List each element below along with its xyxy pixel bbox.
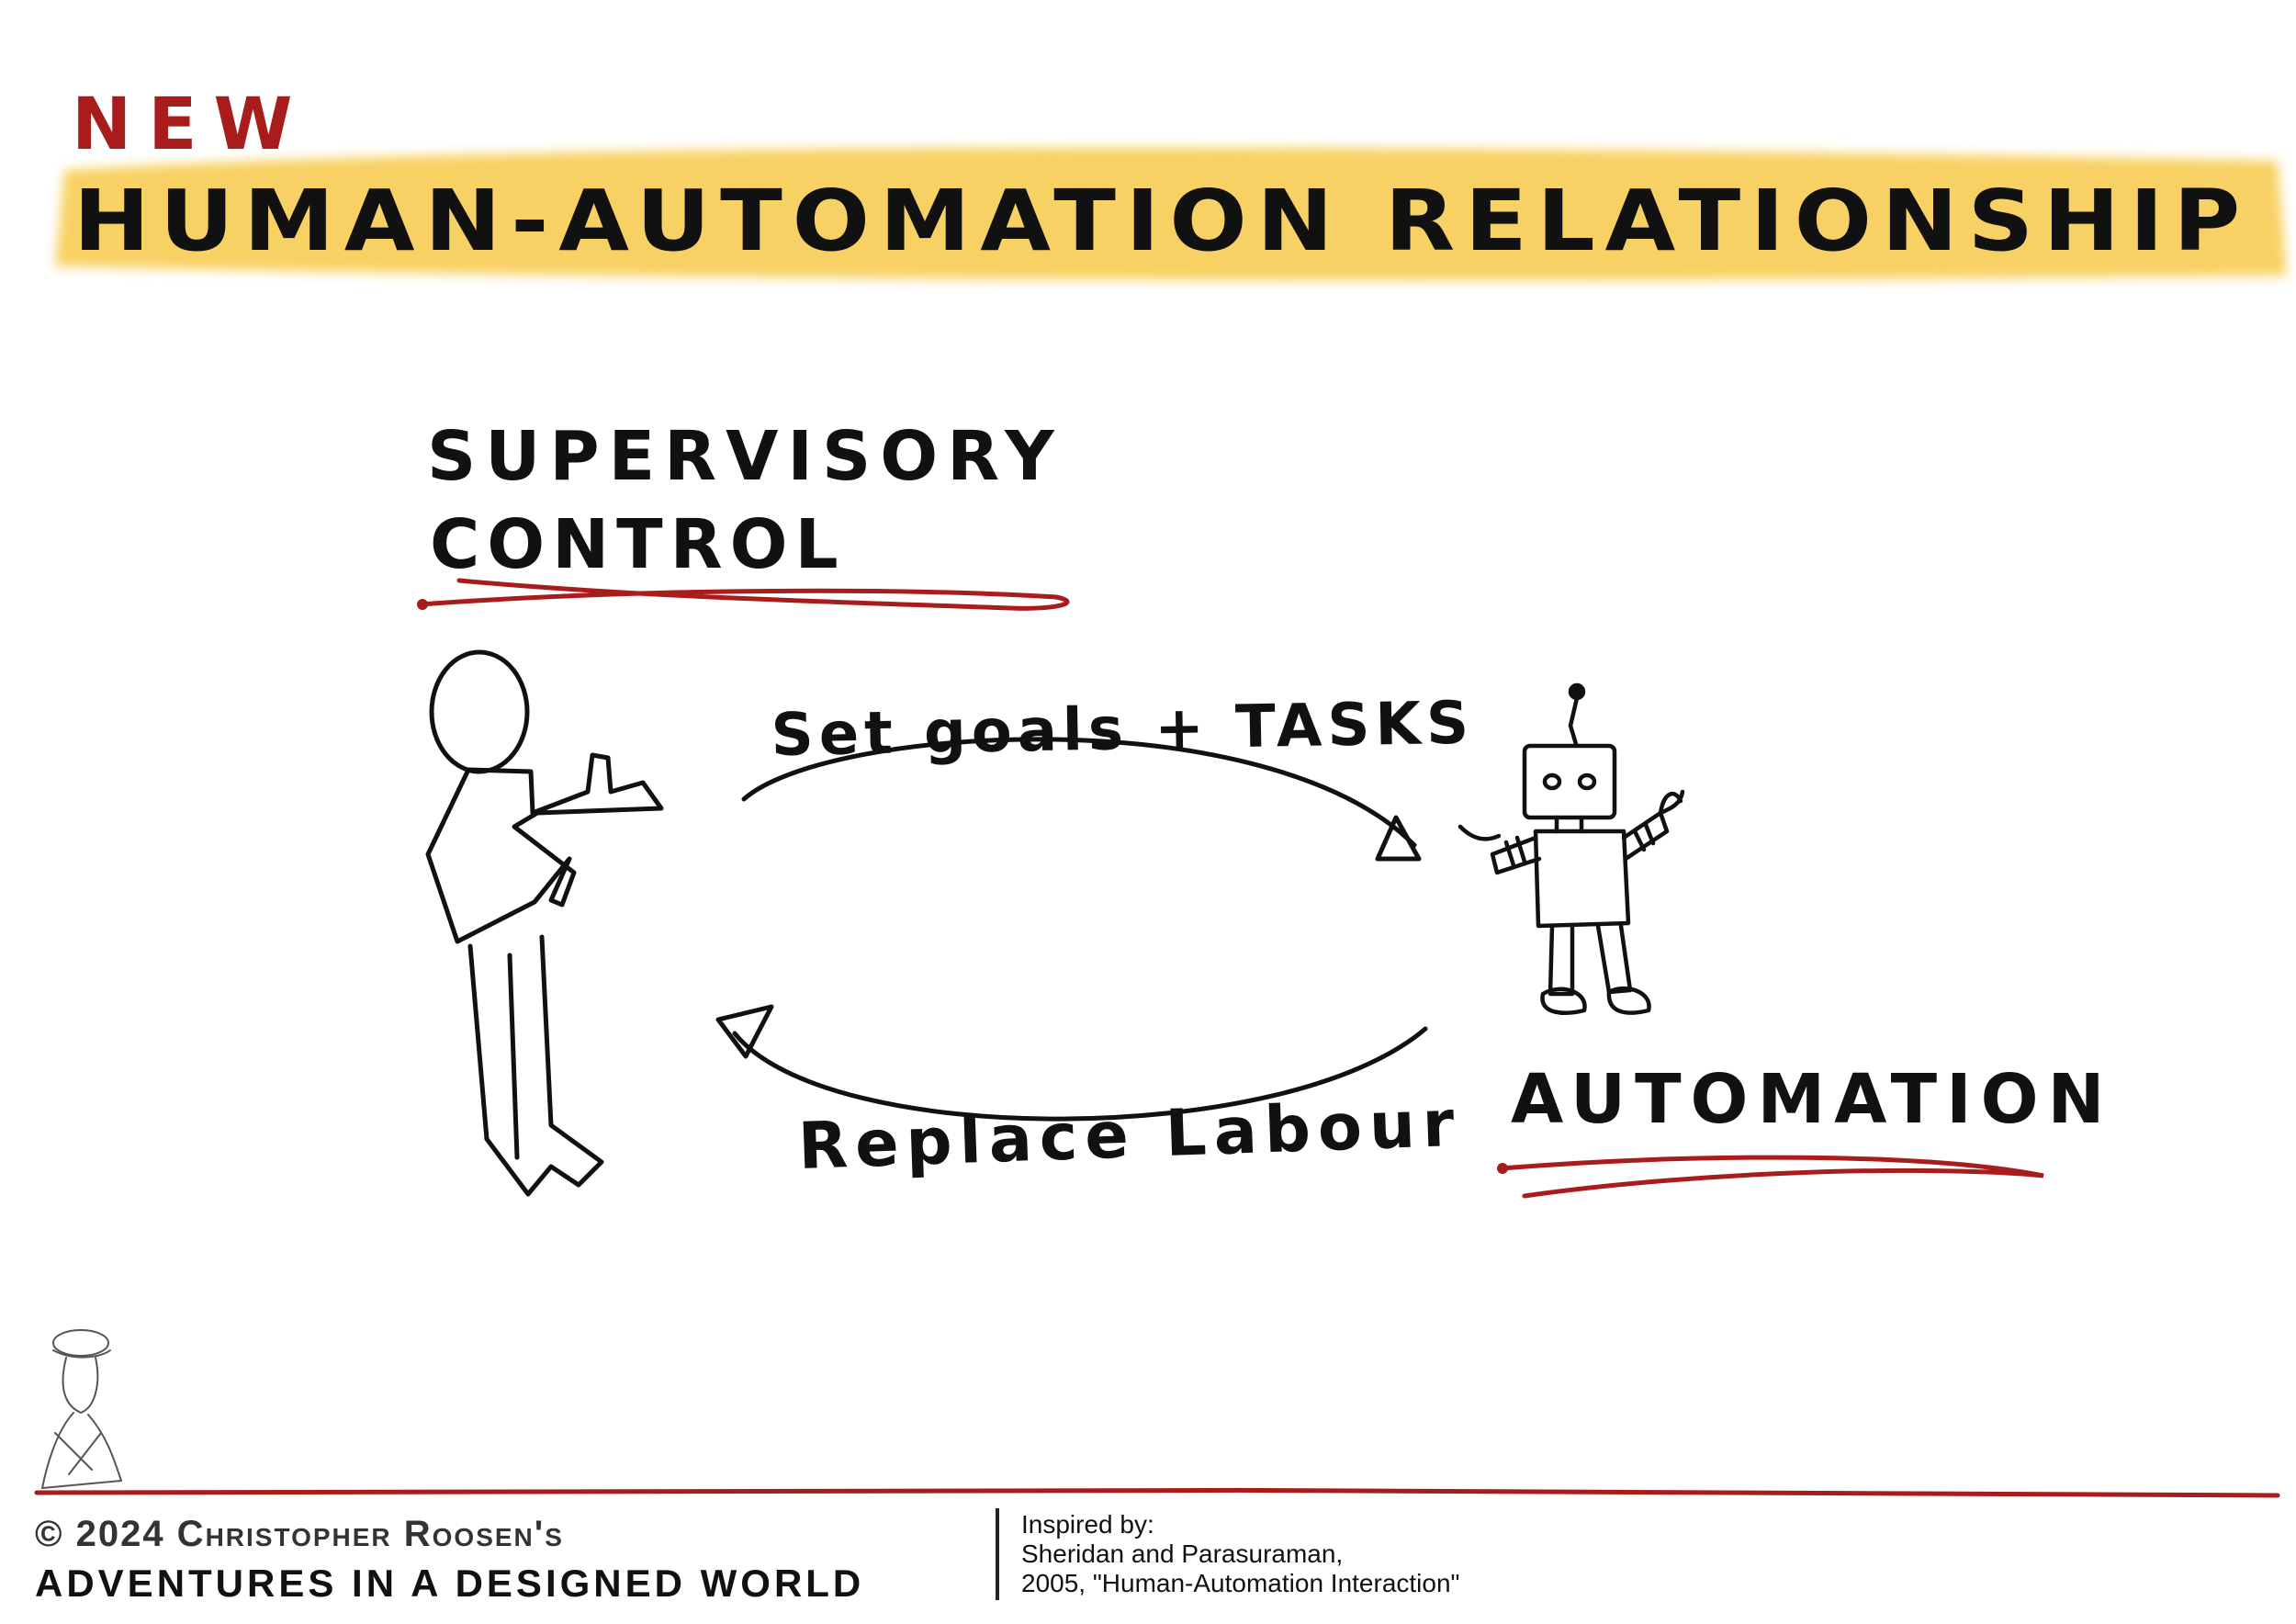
copyright-text: © 2024 Christopher Roosen's [35,1514,564,1554]
set-goals-arrow [741,737,1422,862]
automation-underline [1499,1155,2044,1199]
credit-block: Inspired by: Sheridan and Parasuraman, 2… [1021,1510,1459,1598]
supervisory-label-line1: SUPERVISORY [427,417,1064,496]
title-highlight [55,147,2287,281]
replace-labour-arrow [715,1004,1428,1122]
underline-dot [1497,1163,1508,1174]
supervisory-label-line2: CONTROL [430,505,846,584]
page-title: HUMAN-AUTOMATION RELATIONSHIP [73,172,2250,270]
automation-label: AUTOMATION [1511,1060,2113,1139]
human-figure-icon [425,649,664,1197]
new-badge: NEW [72,84,310,166]
replace-labour-label: Replace Labour [797,1086,1463,1184]
credit-line-1: Inspired by: [1021,1510,1154,1539]
credit-line-3: 2005, "Human-Automation Interaction" [1021,1569,1460,1597]
footer: © 2024 Christopher Roosen's ADVENTURES I… [0,1506,2296,1624]
footer-rule [34,1487,2280,1498]
author-avatar-icon [41,1329,122,1489]
credit-line-2: Sheridan and Parasuraman, [1021,1539,1344,1568]
supervisory-underline [418,578,1070,611]
set-goals-label: Set goals + TASKS [771,690,1475,770]
brand-text: ADVENTURES IN A DESIGNED WORLD [35,1562,865,1605]
underline-dot [417,599,428,610]
robot-icon [1458,682,1685,1015]
footer-divider [996,1508,999,1600]
